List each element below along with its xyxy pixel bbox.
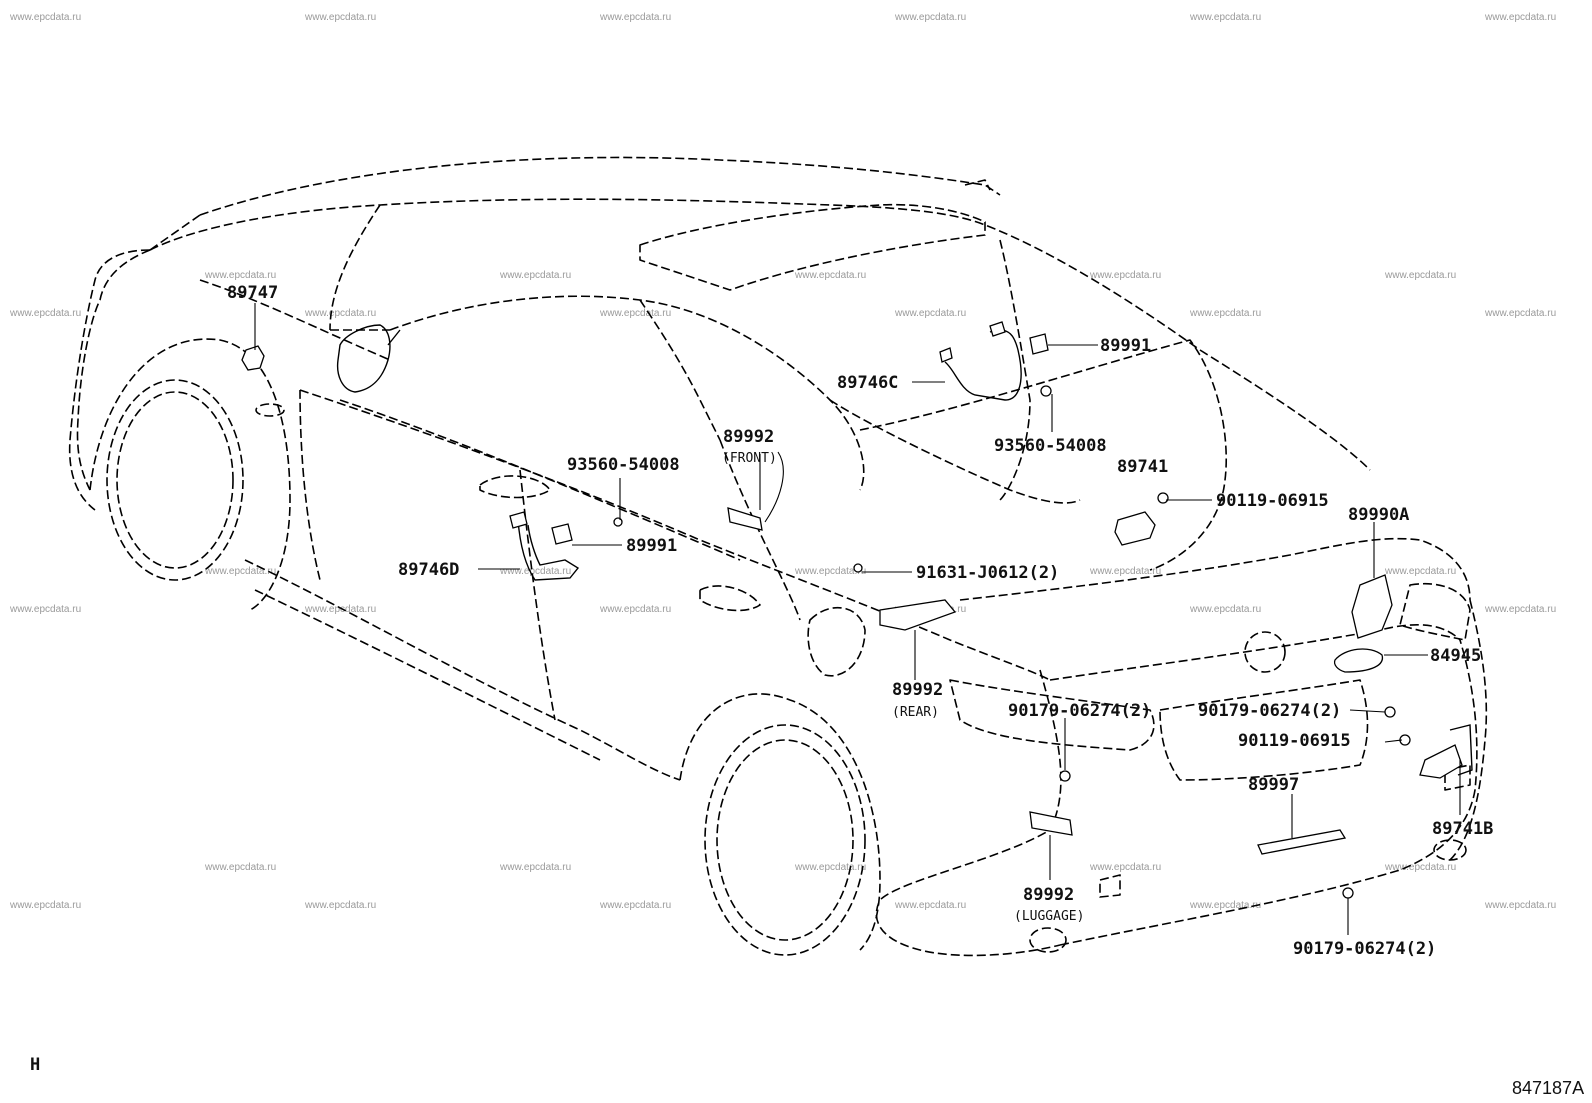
watermark: www.epcdata.ru — [599, 308, 671, 319]
watermark: www.epcdata.ru — [9, 12, 81, 23]
leader-lines — [254, 303, 1461, 935]
watermark: www.epcdata.ru — [9, 604, 81, 615]
watermark: www.epcdata.ru — [1089, 566, 1161, 577]
part-label-89746d: 89746D — [398, 560, 459, 580]
connector-89746c-end — [939, 347, 953, 363]
part-label-89991-lower: 89991 — [626, 536, 677, 556]
part-sub-front: (FRONT) — [722, 451, 777, 466]
part-sub-luggage: (LUGGAGE) — [1014, 909, 1084, 924]
part-label-89992-rear: 89992 — [892, 680, 943, 700]
watermark: www.epcdata.ru — [894, 900, 966, 911]
part-label-90179-lower: 90179-06274(2) — [1293, 939, 1436, 959]
part-label-89747: 89747 — [227, 283, 278, 303]
part-label-90179-center: 90179-06274(2) — [1008, 701, 1151, 721]
watermark: www.epcdata.ru — [599, 604, 671, 615]
part-label-89992-front: 89992 — [723, 427, 774, 447]
watermark: www.epcdata.ru — [894, 12, 966, 23]
module-89741 — [1114, 511, 1156, 546]
watermark: www.epcdata.ru — [304, 604, 376, 615]
watermark: www.epcdata.ru — [794, 862, 866, 873]
nut-90179-lower — [1342, 887, 1354, 899]
watermark: www.epcdata.ru — [204, 566, 276, 577]
watermark: www.epcdata.ru — [894, 308, 966, 319]
watermark: www.epcdata.ru — [1384, 862, 1456, 873]
part-label-90179-right: 90179-06274(2) — [1198, 701, 1341, 721]
corner-mark: H — [30, 1055, 40, 1075]
part-label-89746c: 89746C — [837, 373, 898, 393]
part-labels: 89747 89991 89746C 93560-54008 89741 901… — [227, 283, 1493, 959]
part-label-89992-luggage: 89992 — [1023, 885, 1074, 905]
watermark: www.epcdata.ru — [304, 12, 376, 23]
part-label-90119-upper: 90119-06915 — [1216, 491, 1329, 511]
antenna-89992-rear — [879, 599, 957, 631]
part-label-89991-upper: 89991 — [1100, 336, 1151, 356]
watermark: www.epcdata.ru — [1189, 900, 1261, 911]
watermark: www.epcdata.ru — [499, 566, 571, 577]
part-label-91631: 91631-J0612(2) — [916, 563, 1059, 583]
watermark: www.epcdata.ru — [1189, 12, 1261, 23]
watermark: www.epcdata.ru — [9, 900, 81, 911]
watermark: www.epcdata.ru — [1384, 270, 1456, 281]
part-label-93560-lower: 93560-54008 — [567, 455, 680, 475]
watermark: www.epcdata.ru — [1484, 308, 1556, 319]
illustration-code: 847187A — [1512, 1078, 1584, 1098]
sensor-89747 — [241, 345, 265, 371]
wire-harness-89746d — [517, 519, 580, 581]
bar-89997 — [1257, 829, 1347, 855]
part-label-89741: 89741 — [1117, 457, 1168, 477]
watermark: www.epcdata.ru — [1484, 900, 1556, 911]
nut-90179-right — [1384, 706, 1396, 718]
watermark: www.epcdata.ru — [599, 900, 671, 911]
watermark: www.epcdata.ru — [1484, 12, 1556, 23]
watermark: www.epcdata.ru — [1189, 604, 1261, 615]
connector-89746c — [989, 321, 1006, 337]
antenna-89992-luggage — [1029, 811, 1073, 836]
antenna-89992-front — [727, 507, 763, 531]
watermark: www.epcdata.ru — [204, 862, 276, 873]
watermark: www.epcdata.ru — [1089, 862, 1161, 873]
part-label-90119-lower: 90119-06915 — [1238, 731, 1351, 751]
watermark: www.epcdata.ru — [1189, 308, 1261, 319]
watermark: www.epcdata.ru — [1089, 270, 1161, 281]
nut-90179-center — [1059, 770, 1071, 782]
receiver-89990a — [1351, 574, 1393, 639]
clip-93560-lower — [613, 517, 623, 527]
watermark: www.epcdata.ru — [1384, 566, 1456, 577]
bracket-89741b — [1419, 744, 1463, 779]
part-label-89990a: 89990A — [1348, 505, 1409, 525]
watermark: www.epcdata.ru — [204, 270, 276, 281]
watermark: www.epcdata.ru — [794, 270, 866, 281]
watermarks: www.epcdata.ru www.epcdata.ru www.epcdat… — [9, 12, 1556, 911]
watermark: www.epcdata.ru — [304, 900, 376, 911]
bolt-91631 — [853, 563, 863, 573]
bracket-89991-lower — [551, 523, 573, 545]
watermark: www.epcdata.ru — [794, 566, 866, 577]
car-body-outline — [68, 156, 1488, 957]
part-label-84945: 84945 — [1430, 646, 1481, 666]
switch-84945 — [1333, 648, 1384, 673]
part-label-93560-upper: 93560-54008 — [994, 436, 1107, 456]
part-label-89741b: 89741B — [1432, 819, 1493, 839]
watermark: www.epcdata.ru — [304, 308, 376, 319]
bracket-89991-upper — [1029, 333, 1049, 355]
clip-93560-upper — [1040, 385, 1052, 397]
watermark: www.epcdata.ru — [499, 862, 571, 873]
watermark: www.epcdata.ru — [1484, 604, 1556, 615]
connector-89746d — [509, 511, 528, 529]
screw-90119-upper — [1157, 492, 1169, 504]
watermark: www.epcdata.ru — [599, 12, 671, 23]
watermark: www.epcdata.ru — [9, 308, 81, 319]
wire-harness-89746c — [944, 329, 1022, 401]
part-label-89997: 89997 — [1248, 775, 1299, 795]
watermark: www.epcdata.ru — [499, 270, 571, 281]
part-sub-rear: (REAR) — [892, 705, 939, 720]
components — [241, 321, 1473, 899]
